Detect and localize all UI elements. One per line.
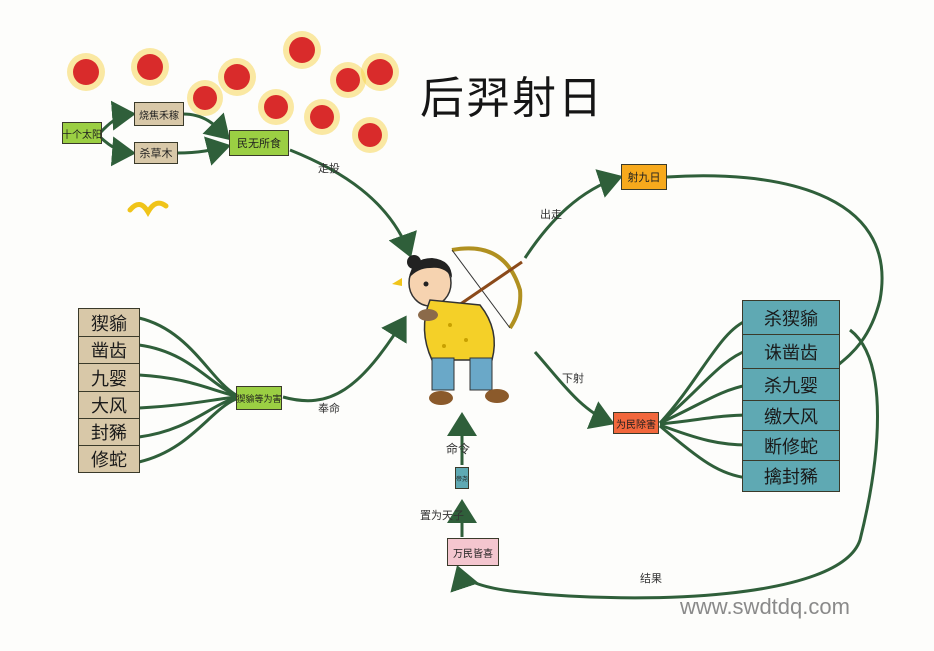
monster-list-left: 猰貐 凿齿 九婴 大风 封豨 修蛇 (78, 308, 140, 473)
edge-label: 结果 (640, 572, 662, 585)
monster-list-right: 杀猰貐 诛凿齿 杀九婴 缴大风 断修蛇 擒封豨 (742, 300, 840, 492)
edge-label: 下射 (562, 372, 584, 385)
red-sun-icon (187, 80, 223, 116)
edge-label: 置为天子 (420, 509, 464, 522)
node-ten-suns: 十个太阳 (62, 122, 102, 144)
list-item: 缴大风 (743, 401, 839, 431)
flying-bird-icon (127, 200, 169, 218)
node-people-rejoice: 万民皆喜 (447, 538, 499, 566)
sun-cluster (67, 31, 399, 153)
list-item: 修蛇 (91, 449, 127, 471)
list-item: 擒封豨 (764, 466, 818, 488)
node-no-food: 民无所食 (229, 130, 289, 156)
node-remove-harm: 为民除害 (613, 412, 659, 434)
watermark-text: www.swdtdq.com (680, 594, 850, 619)
red-sun-icon (304, 99, 340, 135)
list-item: 诛凿齿 (743, 335, 839, 369)
list-item: 封豨 (79, 419, 139, 446)
list-item: 大风 (79, 392, 139, 419)
list-item: 杀猰貐 (743, 301, 839, 335)
red-sun-icon (218, 58, 256, 96)
red-sun-icon (131, 48, 169, 86)
red-sun-icon (361, 53, 399, 91)
edge-label: 出走 (540, 208, 562, 221)
node-monsters-harm: 猰貐等为害 (236, 386, 282, 410)
list-item: 断修蛇 (743, 431, 839, 461)
node-emperor-yao: 帝尧 (455, 467, 469, 489)
red-sun-icon (67, 53, 105, 91)
edge-label: 走投 (318, 162, 340, 175)
node-kill-plants: 杀草木 (134, 142, 178, 164)
archer-figure-icon (392, 246, 523, 405)
list-item: 猰貐 (79, 309, 139, 337)
list-item: 九婴 (79, 364, 139, 392)
red-sun-icon (283, 31, 321, 69)
page-title: 后羿射日 (420, 73, 604, 124)
edge-label: 奉命 (318, 402, 340, 415)
list-item: 杀九婴 (743, 369, 839, 401)
red-sun-icon (352, 117, 388, 153)
node-shoot-nine-suns: 射九日 (621, 164, 667, 190)
red-sun-icon (330, 62, 366, 98)
red-sun-icon (258, 89, 294, 125)
edge-label: 命令 (446, 442, 471, 456)
list-item: 凿齿 (79, 337, 139, 364)
node-burn-crops: 烧焦禾稼 (134, 102, 184, 126)
